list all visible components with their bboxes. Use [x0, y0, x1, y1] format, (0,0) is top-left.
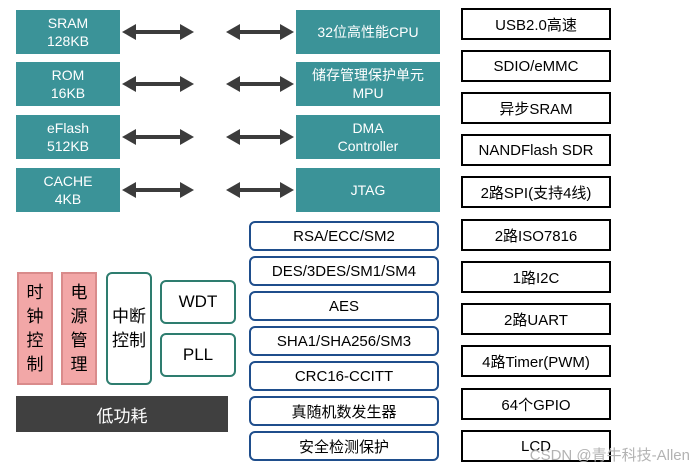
- wdt-block: WDT: [160, 280, 236, 324]
- security-block: CRC16-CCITT: [249, 361, 439, 391]
- cpu-block: 32位高性能CPU: [296, 10, 440, 54]
- cpu-label: 32位高性能CPU: [317, 24, 419, 40]
- eflash-label: eFlash: [46, 120, 90, 136]
- peripheral-block: 2路ISO7816: [461, 219, 611, 251]
- peripheral-block: USB2.0高速: [461, 8, 611, 40]
- security-block: 安全检测保护: [249, 431, 439, 461]
- security-block: AES: [249, 291, 439, 321]
- dma-sub: Controller: [337, 138, 399, 154]
- cache-size: 4KB: [54, 191, 82, 207]
- low-power-block: 低功耗: [16, 396, 228, 432]
- peripheral-block: 2路UART: [461, 303, 611, 335]
- double-arrow-icon: [226, 129, 294, 145]
- dma-label: DMA: [352, 120, 384, 136]
- jtag-label: JTAG: [350, 182, 386, 198]
- cache-label: CACHE: [43, 173, 93, 189]
- peripheral-block: 1路I2C: [461, 261, 611, 293]
- double-arrow-icon: [226, 182, 294, 198]
- peripheral-block: SDIO/eMMC: [461, 50, 611, 82]
- peripheral-block: 4路Timer(PWM): [461, 345, 611, 377]
- double-arrow-icon: [226, 24, 294, 40]
- dma-block: DMA Controller: [296, 115, 440, 159]
- sram-block: SRAM 128KB: [16, 10, 120, 54]
- peripheral-block: 2路SPI(支持4线): [461, 176, 611, 208]
- peripheral-block: NANDFlash SDR: [461, 134, 611, 166]
- peripheral-block: 64个GPIO: [461, 388, 611, 420]
- power-management-block: 电源管理: [61, 272, 97, 385]
- double-arrow-icon: [226, 76, 294, 92]
- pll-block: PLL: [160, 333, 236, 377]
- eflash-size: 512KB: [46, 138, 90, 154]
- double-arrow-icon: [122, 76, 194, 92]
- security-block: SHA1/SHA256/SM3: [249, 326, 439, 356]
- clock-control-block: 时钟控制: [17, 272, 53, 385]
- mpu-abbr: MPU: [352, 85, 384, 101]
- interrupt-control-block: 中断控制: [106, 272, 152, 385]
- security-block: 真随机数发生器: [249, 396, 439, 426]
- security-block: DES/3DES/SM1/SM4: [249, 256, 439, 286]
- double-arrow-icon: [122, 182, 194, 198]
- mpu-label: 储存管理保护单元: [312, 67, 424, 83]
- jtag-block: JTAG: [296, 168, 440, 212]
- mpu-block: 储存管理保护单元 MPU: [296, 62, 440, 106]
- peripheral-block: LCD: [461, 430, 611, 462]
- security-block: RSA/ECC/SM2: [249, 221, 439, 251]
- double-arrow-icon: [122, 129, 194, 145]
- rom-label: ROM: [51, 67, 85, 83]
- sram-size: 128KB: [46, 33, 90, 49]
- rom-block: ROM 16KB: [16, 62, 120, 106]
- rom-size: 16KB: [50, 85, 86, 101]
- sram-label: SRAM: [47, 15, 89, 31]
- cache-block: CACHE 4KB: [16, 168, 120, 212]
- double-arrow-icon: [122, 24, 194, 40]
- eflash-block: eFlash 512KB: [16, 115, 120, 159]
- peripheral-block: 异步SRAM: [461, 92, 611, 124]
- watermark: CSDN @青牛科技-Allen: [529, 447, 690, 464]
